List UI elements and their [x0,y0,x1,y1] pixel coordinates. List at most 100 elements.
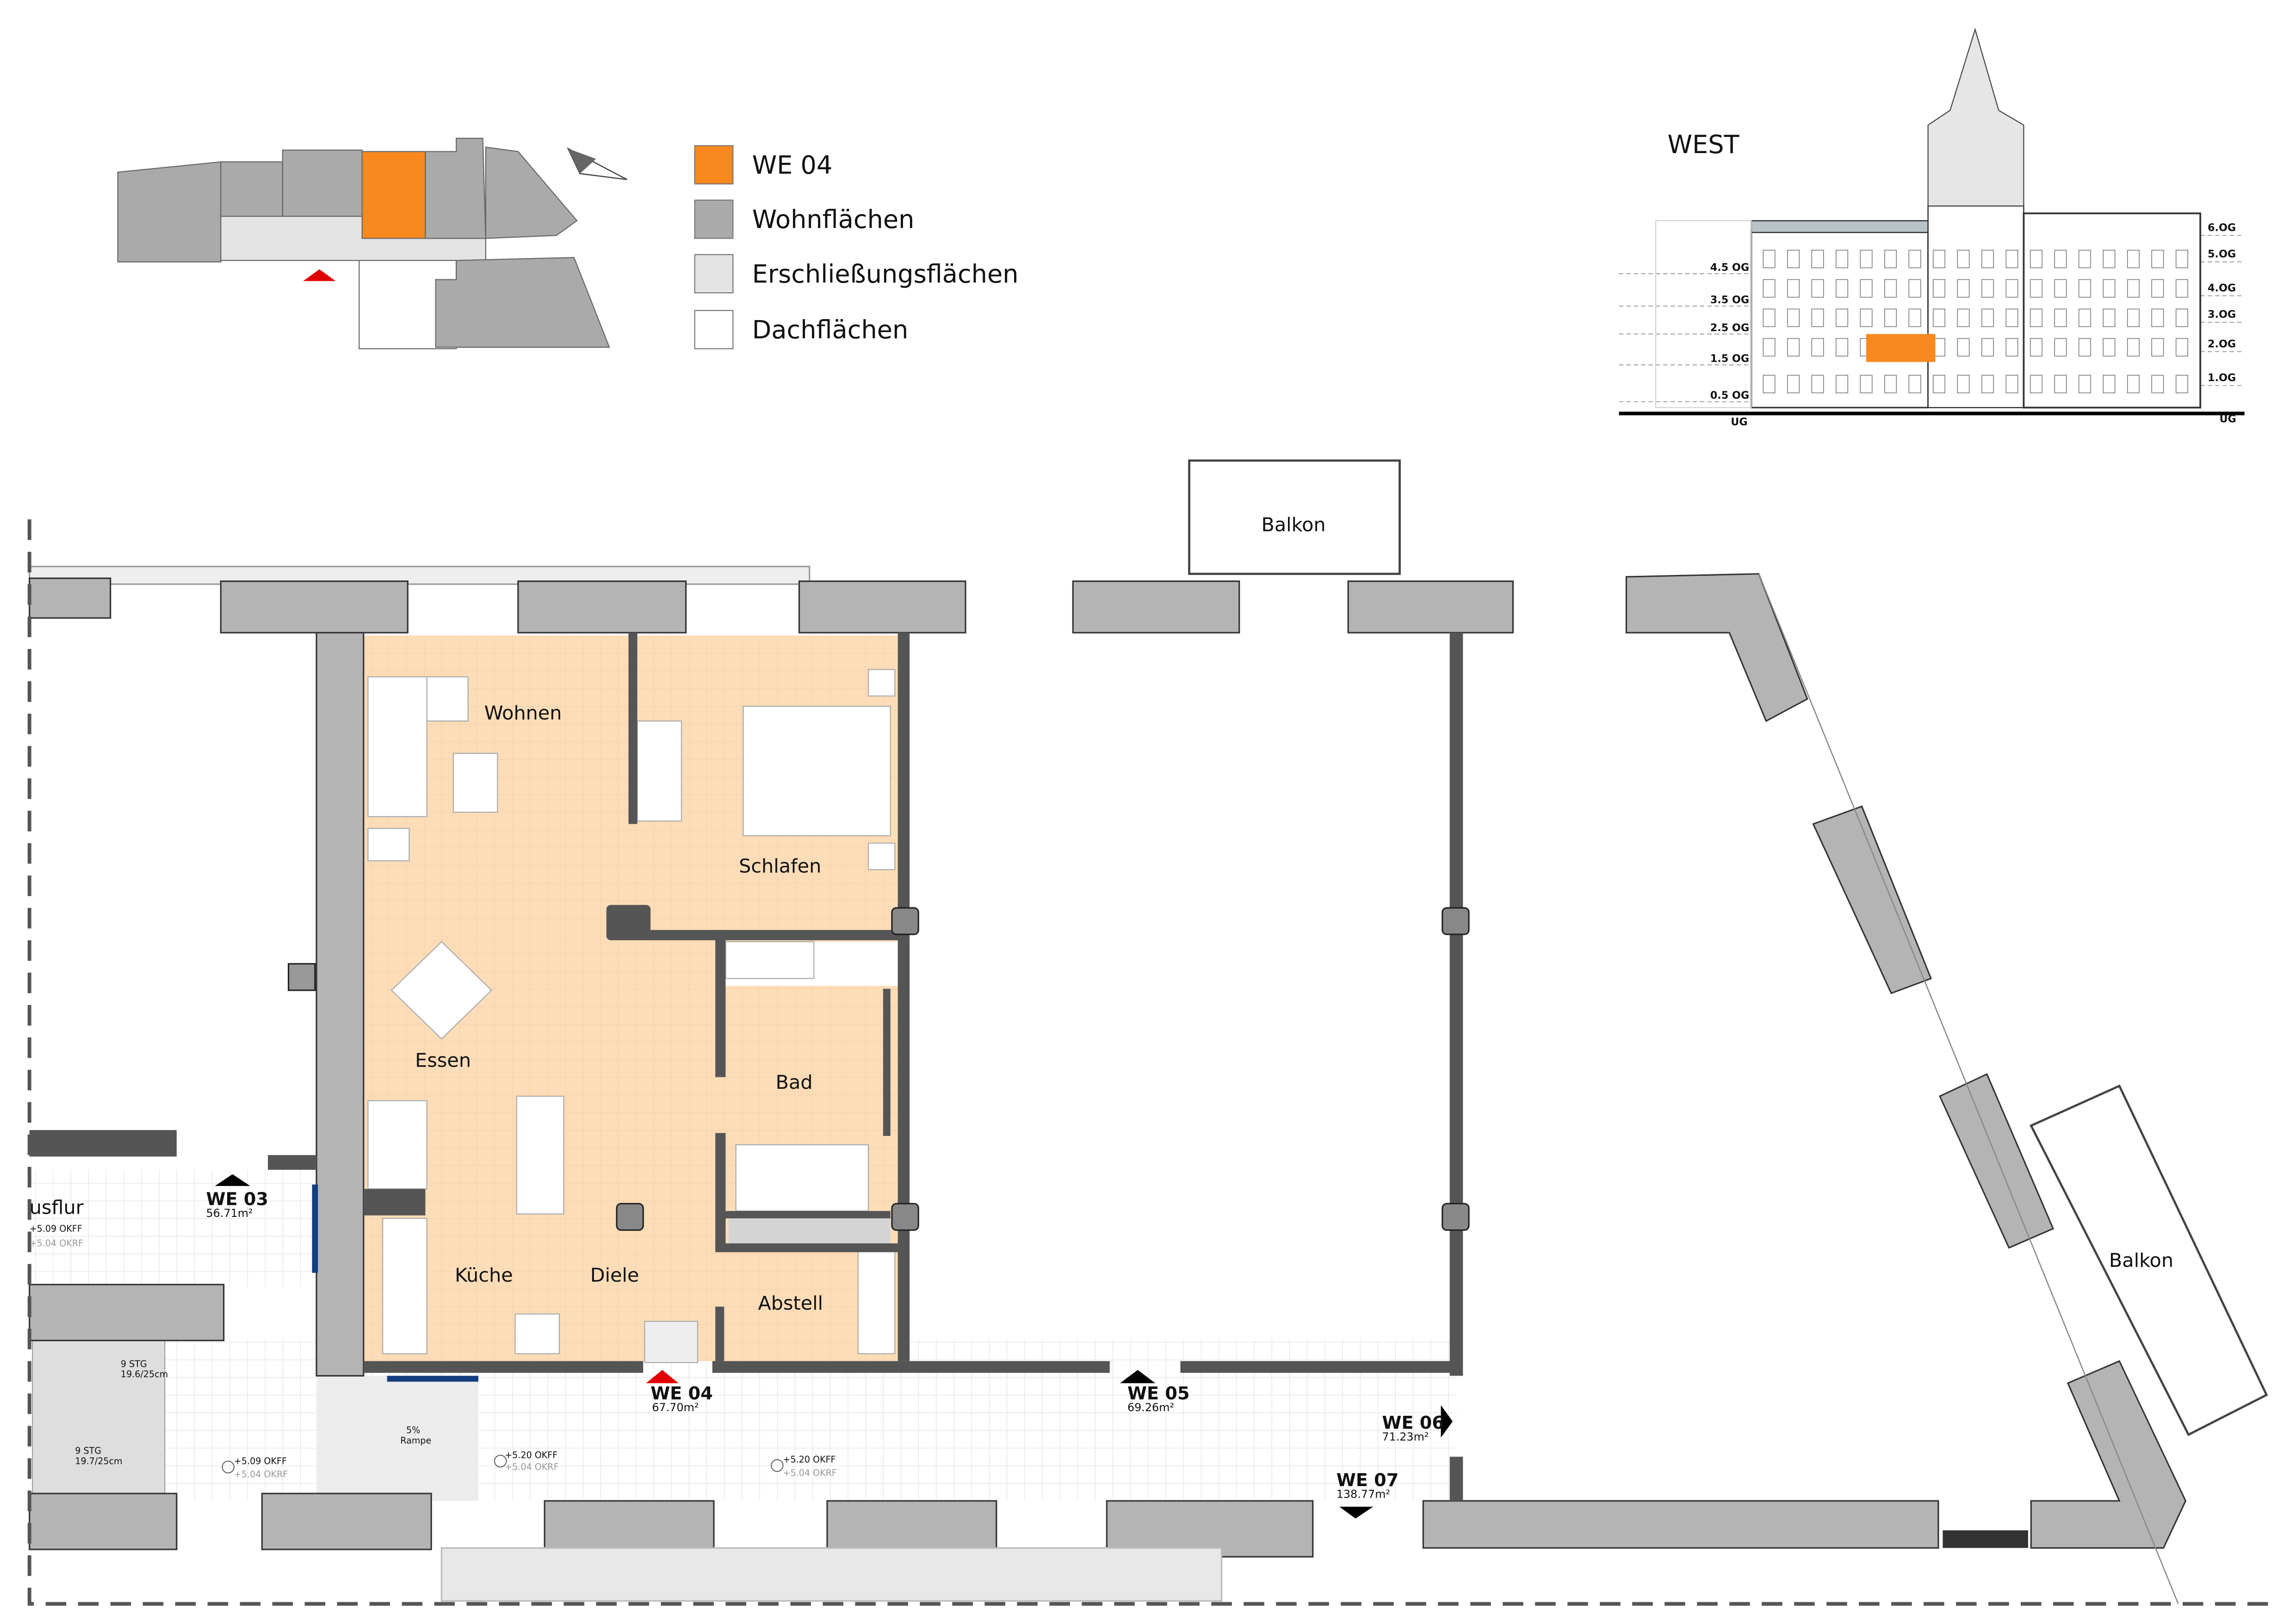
elevation-window [1787,279,1800,298]
unit-we03-area: 56.71m² [206,1207,253,1220]
elevation-window [1884,279,1897,298]
elevation-window [2005,279,2018,298]
elevation-window [2054,309,2067,327]
room-label-balkon-right: Balkon [2109,1249,2173,1271]
elevation-level-left-1-5og: 1.5 OG [1710,353,1749,365]
elevation-level-right-3og: 3.OG [2208,309,2236,321]
level-stair-okrf: +5.04 OKRF [234,1469,288,1480]
floor-plan: Wohnen Schlafen Essen Bad Küche Diele Ab… [27,459,2274,1606]
stair-upper-dimension: 19.6/25cm [121,1370,168,1380]
elevation-window [2030,309,2042,327]
room-label-kueche: Küche [455,1264,513,1286]
elevation-window [2005,250,2018,268]
elevation-window [1763,375,1776,394]
room-label-schlafen: Schlafen [739,855,821,877]
elevation-window [1981,309,1994,327]
elevation-window [2054,279,2067,298]
elevation-window [2054,375,2067,394]
elevation-window [1811,375,1824,394]
elevation-window [1884,309,1897,327]
elevation-window [1957,250,1970,268]
elevation-window [1811,279,1824,298]
elevation-window [2005,338,2018,357]
legend-label-we04: WE 04 [752,150,833,179]
stair-upper-count: 9 STG [121,1359,147,1369]
we03-entry-marker [215,1174,250,1186]
elevation-level-right-1og: 1.OG [2208,372,2236,384]
key-plan-entry-marker [303,269,336,281]
unit-we05-id: WE 05 [1127,1383,1190,1404]
elevation-window [1787,338,1800,357]
we05-entry-marker [1120,1370,1156,1383]
unit-we06-area: 71.23m² [1382,1431,1429,1444]
ramp-slope: 5% [406,1426,420,1436]
stair-lower-count: 9 STG [75,1446,101,1456]
elevation-window [2151,375,2164,394]
elevation-window [1957,375,1970,394]
level-corridor-okrf: +5.04 OKRF [783,1468,837,1478]
level-entry-okff: +5.20 OKFF [505,1450,557,1461]
elevation-level-right-5og: 5.OG [2208,248,2236,260]
elevation-window [1981,375,1994,394]
elevation-window [1860,279,1873,298]
elevation-level-left-2-5og: 2.5 OG [1710,322,1749,334]
elevation-window [2103,375,2116,394]
elevation-level-left-0-5og: 0.5 OG [1710,389,1749,401]
elevation-window [2151,338,2164,357]
elevation-window [1981,279,1994,298]
room-label-balkon-top: Balkon [1261,513,1325,536]
elevation-window [1835,279,1849,298]
elevation-window [2078,338,2091,357]
level-corridor-okff: +5.20 OKFF [783,1455,836,1465]
unit-we03-id: WE 03 [206,1190,268,1210]
legend-swatch-dachflaechen [694,310,734,350]
elevation-window [2078,250,2091,268]
room-label-essen: Essen [415,1049,471,1071]
elevation-window [2151,250,2164,268]
elevation-window [2151,309,2164,327]
unit-we04-id: WE 04 [650,1383,713,1404]
elevation-window [2030,375,2042,394]
elevation-level-left-ug: UG [1731,416,1747,428]
elevation-window [1957,279,1970,298]
elevation-window [1932,309,1945,327]
elevation-window [1763,279,1776,298]
elevation-window [1908,375,1921,394]
elevation-window [1835,250,1849,268]
we06-entry-marker [1441,1405,1453,1438]
elevation-window [2151,279,2164,298]
elevation-window [1835,375,1849,394]
elevation-window [1957,338,1970,357]
elevation-window [1787,375,1800,394]
legend-swatch-erschliessung [694,254,734,294]
elevation-level-left-3-5og: 3.5 OG [1710,294,1749,306]
elevation-window [2175,309,2188,327]
elevation-window [1860,250,1873,268]
legend-swatch-we04 [694,145,734,185]
elevation-window [2127,309,2140,327]
elevation-level-right-4og: 4.OG [2208,282,2236,294]
room-label-hausflur: usflur [30,1197,84,1219]
north-arrow-icon [567,147,627,180]
elevation-window [1932,375,1945,394]
elevation-window [2005,375,2018,394]
room-label-diele: Diele [590,1264,639,1286]
elevation-window [2103,338,2116,357]
level-hausflur-okff: +5.09 OKFF [30,1224,82,1234]
elevation-window [1763,309,1776,327]
legend-label-dachflaechen: Dachflächen [752,315,909,345]
elevation-window [1908,309,1921,327]
elevation-level-right-ug: UG [2220,413,2236,425]
stair-lower-dimension: 19.7/25cm [75,1456,122,1466]
elevation-window [1835,338,1849,357]
legend-label-erschliessung: Erschließungsflächen [752,259,1019,289]
unit-we07-area: 138.77m² [1337,1488,1390,1501]
elevation-window [2054,338,2067,357]
elevation-window [1932,279,1945,298]
elevation-window [2175,279,2188,298]
elevation-window [2030,250,2042,268]
elevation-window [2175,338,2188,357]
elevation-window [1860,309,1873,327]
elevation-window [1860,375,1873,394]
legend-swatch-wohnflaechen [694,199,734,239]
